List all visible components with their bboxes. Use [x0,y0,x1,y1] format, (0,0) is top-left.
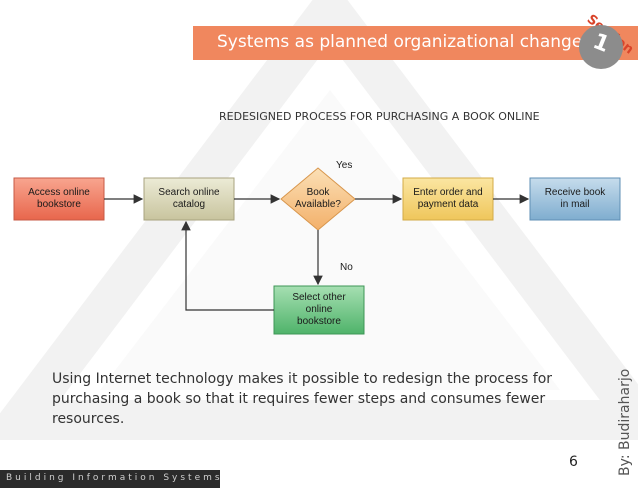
section-badge: 1 [579,25,623,69]
diagram-subtitle: REDESIGNED PROCESS FOR PURCHASING A BOOK… [219,110,540,123]
footer-text: Building Information Systems [6,473,223,483]
receive-box [529,177,621,221]
arrow-select-search [181,220,274,311]
slide-title: Systems as planned organizational change [217,32,583,52]
no-label: No [340,262,353,273]
flowchart-arrows [13,167,621,335]
yes-label: Yes [336,160,353,171]
access-box [13,177,105,221]
footer-bar: Building Information Systems [0,470,220,488]
author-credit: By: Budiraharjo [617,368,633,476]
enter-box [402,177,494,221]
body-text: Using Internet technology makes it possi… [52,371,553,427]
title-bar: Systems as planned organizational change [193,26,638,60]
search-box [143,177,235,221]
select-box [273,285,365,335]
page-number: 6 [569,454,578,470]
